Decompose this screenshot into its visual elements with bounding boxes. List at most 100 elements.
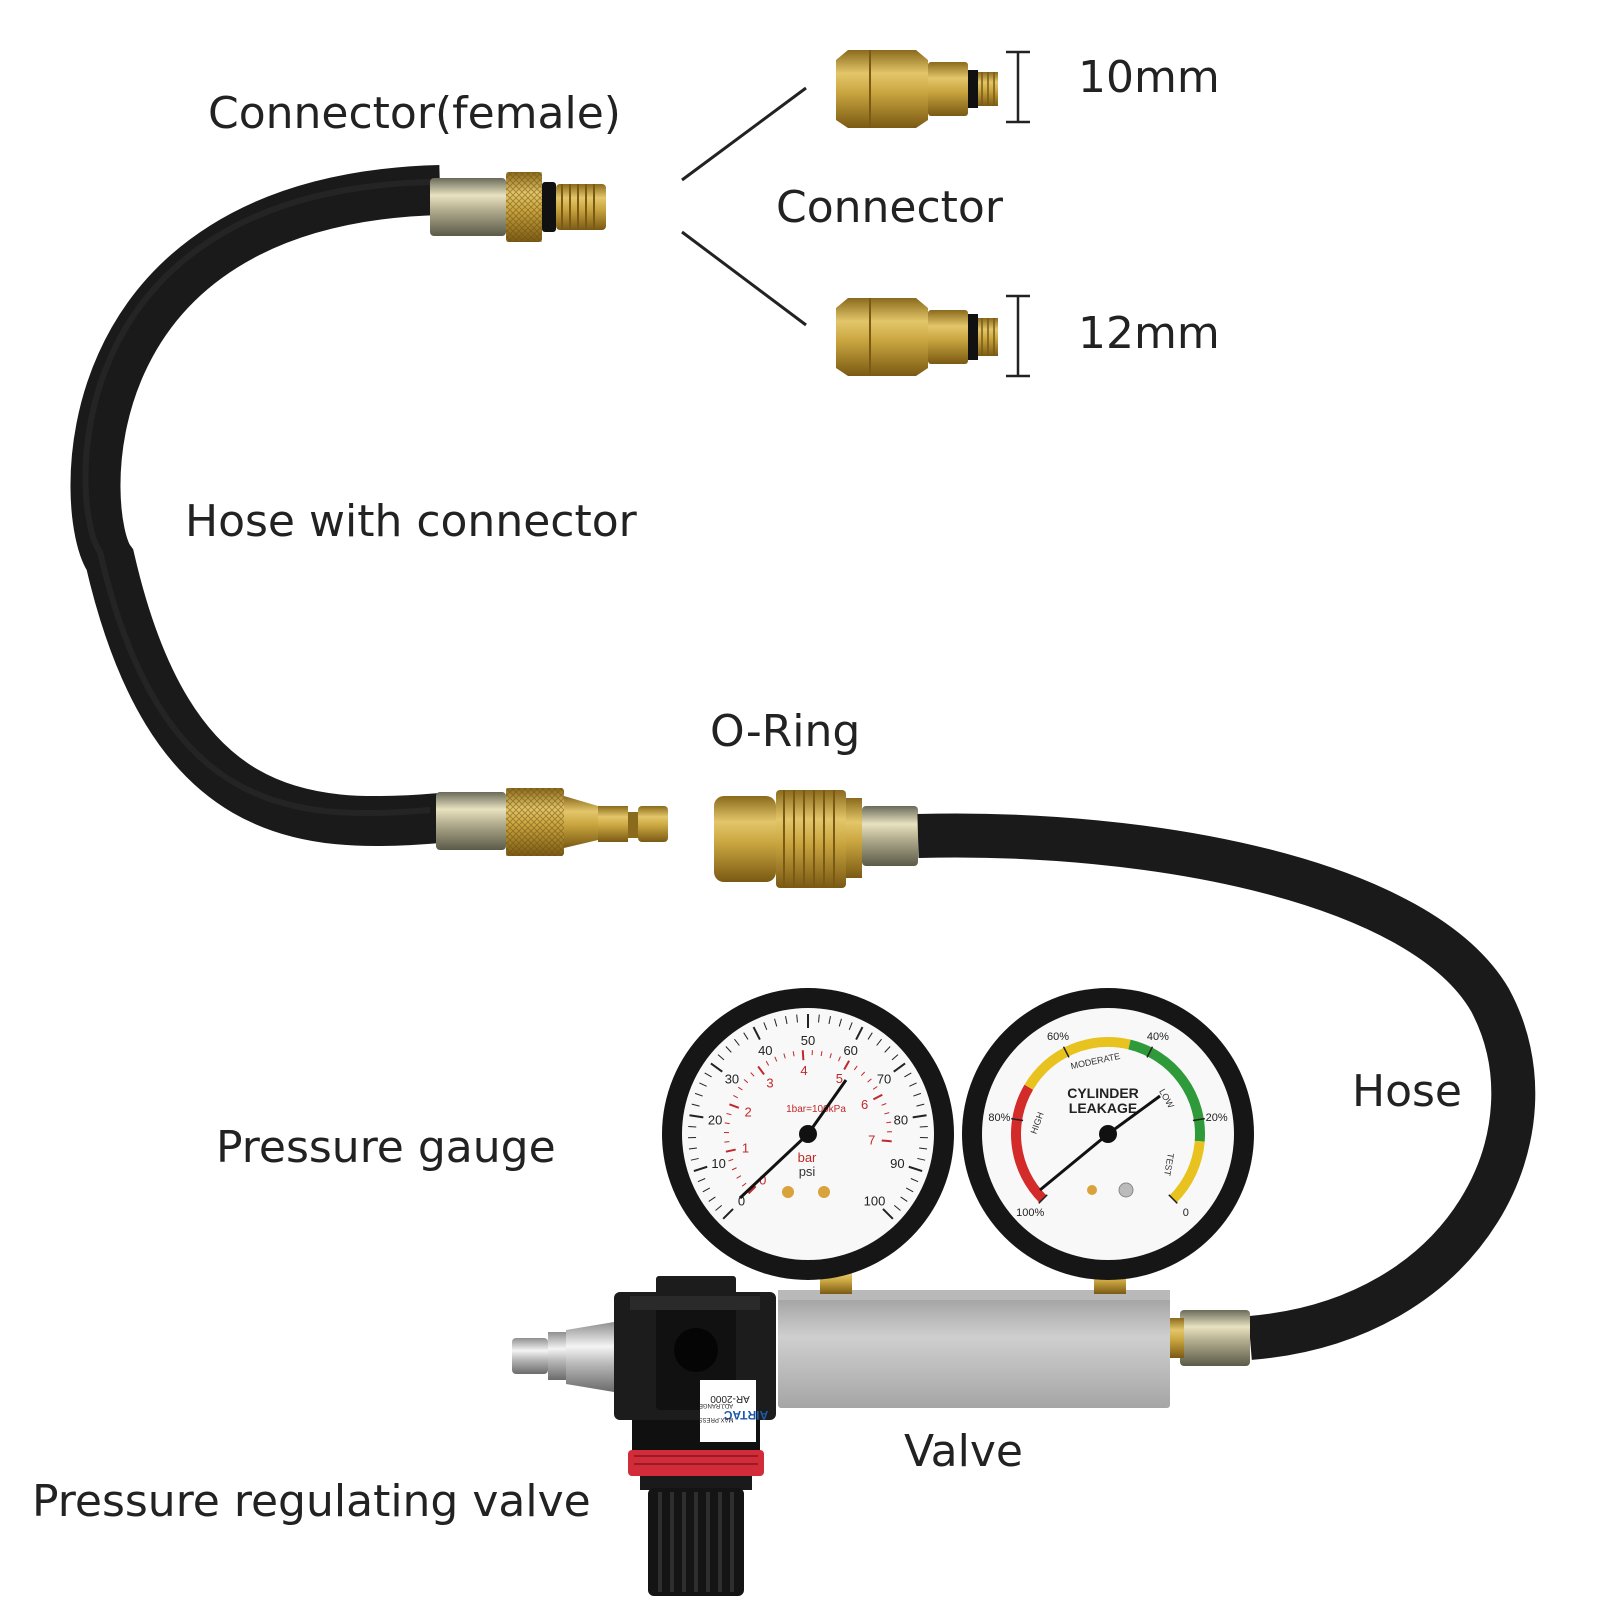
- psi-tick: [704, 1072, 712, 1078]
- upper-hose: [70, 165, 443, 847]
- adapter-10mm: [836, 50, 1030, 128]
- bar-tick: [872, 1086, 878, 1090]
- psi-tick-label: 10: [711, 1156, 725, 1171]
- bar-tick: [725, 1148, 736, 1153]
- valve-block: [778, 1290, 1170, 1408]
- label-o-ring: O-Ring: [710, 706, 861, 757]
- leakage-tick-label: 100%: [1016, 1207, 1044, 1219]
- bar-tick: [886, 1121, 892, 1124]
- leakage-percent-scale: 100%80%60%40%20%0: [988, 1031, 1228, 1219]
- psi-tick: [763, 1022, 768, 1031]
- bar-tick: [726, 1112, 732, 1116]
- psi-tick-label: 80: [894, 1112, 908, 1127]
- bar-tick: [729, 1103, 740, 1109]
- bar-tick: [731, 1167, 737, 1171]
- leakage-tick: [1038, 1194, 1048, 1204]
- psi-tick: [694, 1092, 703, 1097]
- psi-tick: [818, 1014, 820, 1023]
- bar-tick: [881, 1139, 892, 1143]
- leakage-tick-label: 0: [1183, 1207, 1189, 1219]
- psi-tick: [734, 1038, 740, 1046]
- psi-tick: [867, 1032, 873, 1040]
- bar-tick: [867, 1078, 872, 1083]
- leader-line-12mm: [681, 230, 807, 327]
- bar-tick: [736, 1175, 742, 1179]
- adapter-12mm: [836, 294, 1030, 378]
- psi-tick: [689, 1114, 704, 1119]
- bar-tick-label: 6: [861, 1097, 868, 1112]
- female-quick-coupler: [714, 790, 918, 888]
- bar-tick: [774, 1056, 778, 1062]
- psi-tick: [697, 1178, 706, 1183]
- psi-tick: [717, 1054, 725, 1061]
- psi-tick: [893, 1205, 901, 1211]
- psi-tick: [688, 1147, 697, 1150]
- psi-tick: [905, 1187, 914, 1193]
- leakage-tick-label: 40%: [1147, 1031, 1169, 1043]
- psi-tick: [848, 1022, 853, 1031]
- psi-tick: [919, 1147, 928, 1150]
- label-connector-female: Connector(female): [208, 88, 621, 139]
- regulator-brand: AIRTAC: [723, 1408, 768, 1422]
- label-connector: Connector: [776, 182, 1003, 233]
- label-size-10mm: 10mm: [1078, 52, 1220, 103]
- bar-tick-label: 0: [759, 1172, 766, 1187]
- psi-tick: [785, 1016, 788, 1025]
- psi-tick: [688, 1125, 697, 1128]
- psi-tick: [752, 1026, 761, 1041]
- bar-tick-label: 3: [766, 1076, 773, 1091]
- psi-tick: [725, 1046, 732, 1053]
- bar-tick: [881, 1103, 887, 1106]
- bar-tick-label: 7: [868, 1133, 875, 1148]
- psi-tick: [702, 1187, 711, 1193]
- bar-tick: [765, 1060, 770, 1066]
- label-pressure-regulating-valve: Pressure regulating valve: [32, 1476, 591, 1527]
- label-hose: Hose: [1352, 1066, 1462, 1117]
- psi-tick: [743, 1032, 749, 1040]
- psi-tick: [693, 1165, 708, 1173]
- psi-tick: [916, 1103, 925, 1107]
- regulator-max-press: MAX.PRESS: [698, 1416, 733, 1422]
- psi-tick: [855, 1026, 864, 1041]
- psi-tick: [828, 1016, 831, 1025]
- leakage-gauge-needle: [1039, 1132, 1109, 1192]
- psi-tick-label: 50: [801, 1033, 815, 1048]
- psi-tick-label: 30: [725, 1072, 739, 1087]
- bar-tick: [820, 1051, 823, 1057]
- leakage-tick: [1168, 1194, 1178, 1204]
- leakage-tick: [1062, 1046, 1070, 1058]
- psi-tick: [917, 1157, 926, 1161]
- regulator-inlet-plug: [512, 1322, 614, 1392]
- psi-tick-label: 70: [877, 1072, 891, 1087]
- bar-tick: [747, 1185, 757, 1195]
- psi-tick: [909, 1082, 917, 1087]
- bar-tick: [792, 1051, 795, 1057]
- psi-tick: [710, 1062, 723, 1073]
- psi-tick: [774, 1018, 778, 1027]
- block-hose-fitting: [1166, 1310, 1250, 1366]
- zone-label-test: TEST: [1162, 1152, 1176, 1177]
- psi-tick: [913, 1092, 922, 1097]
- label-size-12mm: 12mm: [1078, 308, 1220, 359]
- bar-tick: [801, 1050, 805, 1061]
- bar-tick: [843, 1060, 850, 1070]
- leakage-tick-label: 20%: [1206, 1112, 1228, 1124]
- bar-tick: [872, 1093, 883, 1101]
- psi-tick: [882, 1208, 894, 1220]
- bar-tick-label: 1: [742, 1140, 749, 1155]
- bar-unit-label: bar: [798, 1150, 817, 1165]
- leakage-tick: [1192, 1117, 1205, 1122]
- regulator-model: AR-2000: [710, 1393, 750, 1404]
- label-pressure-gauge: Pressure gauge: [216, 1122, 556, 1173]
- label-hose-with-connector: Hose with connector: [185, 496, 637, 547]
- bar-tick: [838, 1056, 841, 1062]
- bar-tick: [750, 1072, 755, 1077]
- psi-tick-label: 20: [708, 1112, 722, 1127]
- psi-tick-label: 40: [758, 1043, 772, 1058]
- psi-tick: [884, 1046, 891, 1053]
- bar-tick: [741, 1182, 747, 1187]
- psi-tick: [919, 1125, 928, 1128]
- bar-tick-label: 2: [745, 1104, 752, 1119]
- bar-tick: [728, 1158, 734, 1162]
